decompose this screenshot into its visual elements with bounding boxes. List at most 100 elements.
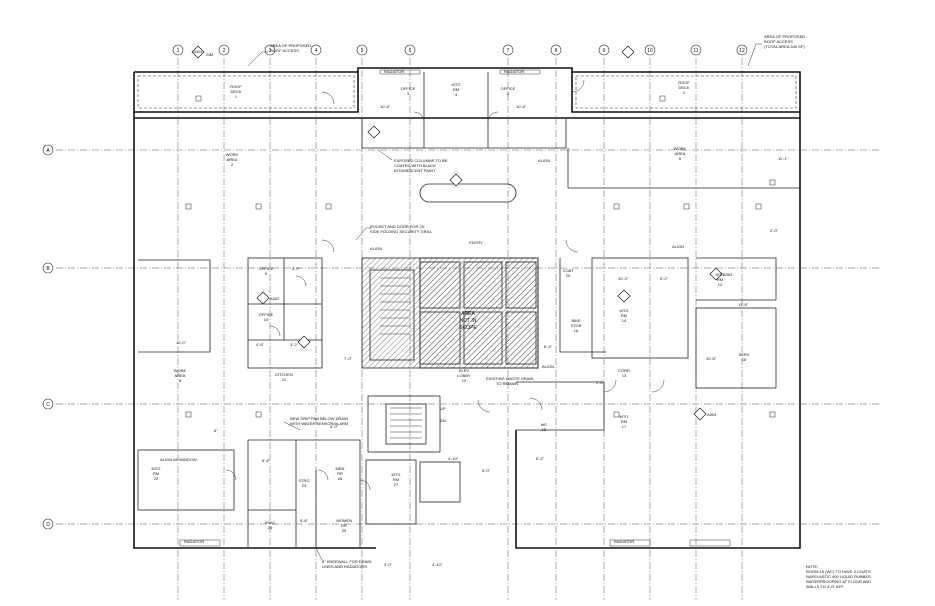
svg-text:RM: RM [717,277,723,282]
align-label-right: ALIGN [672,244,684,249]
stair-treads [380,277,422,439]
svg-text:RR: RR [337,471,343,476]
note-roof-access-right: AREA OF PROPOSED ROOF ACCESS (TOTAL AREA… [747,34,805,67]
svg-text:WORK: WORK [174,368,187,373]
section-tag-a303: A303 [709,267,733,281]
svg-text:4'-10": 4'-10" [448,456,459,461]
svg-text:5'-8": 5'-8" [262,458,271,463]
grid-bubble-4: 4 [310,44,322,56]
svg-text:SERV: SERV [739,352,750,357]
note-exposed-columns: EXPOSED COLUMNS TO BE COATED WITH BLACK … [377,149,448,173]
svg-text:ELEV: ELEV [459,368,470,373]
svg-text:25: 25 [342,528,347,533]
section-tag-a304: A304 [693,407,717,421]
svg-text:10'-6": 10'-6" [516,104,527,109]
svg-text:12: 12 [739,48,745,54]
svg-text:POCKET AND DOOR FOR 20': POCKET AND DOOR FOR 20' [370,224,425,229]
svg-text:4'-0": 4'-0" [330,424,339,429]
svg-text:AREA OF PROPOSED: AREA OF PROPOSED [270,43,311,48]
grid-bubble-D: D [42,518,54,530]
svg-text:3'-0": 3'-0" [384,562,393,567]
svg-text:7: 7 [507,48,510,54]
svg-text:3: 3 [269,48,272,54]
grid-bubble-C: C [42,398,54,410]
note-area-not-in-scope: AREA NOT IN SCOPE [459,311,477,331]
grid-bubble-9: 9 [598,44,610,56]
svg-text:8: 8 [179,378,182,383]
svg-text:MTG: MTG [716,272,725,277]
svg-text:1: 1 [235,94,238,99]
svg-text:BIKE: BIKE [571,318,580,323]
svg-text:C: C [46,402,50,408]
svg-text:2: 2 [231,162,234,167]
svg-text:AREA: AREA [227,157,238,162]
svg-text:2'-0": 2'-0" [770,228,779,233]
svg-text:5'-8": 5'-8" [300,518,309,523]
svg-text:WORK: WORK [226,152,239,157]
svg-text:RM: RM [621,313,627,318]
svg-text:RM: RM [453,87,459,92]
svg-text:STRG: STRG [298,478,309,483]
svg-text:10: 10 [647,48,653,54]
svg-text:10'-6": 10'-6" [380,104,391,109]
svg-text:8'-2": 8'-2" [536,456,545,461]
svg-text:INTUMESCENT PAINT: INTUMESCENT PAINT [394,168,436,173]
grid-bubble-2: 2 [218,44,230,56]
svg-text:RM: RM [621,419,627,424]
svg-text:3'-0": 3'-0" [292,266,301,271]
room-entry: ENTRY [469,240,483,245]
svg-text:13: 13 [622,373,627,378]
note-roof-access-left: AREA OF PROPOSED ROOF ACCESS [247,43,311,67]
svg-text:16: 16 [574,328,579,333]
svg-text:LOBBY: LOBBY [457,373,471,378]
svg-text:17: 17 [622,424,627,429]
svg-text:13'-8": 13'-8" [738,302,749,307]
svg-text:WC: WC [541,422,548,427]
svg-text:MTG: MTG [620,308,629,313]
svg-text:24: 24 [268,525,273,530]
dimension-labels: 10'-6" 10'-6" 10'-0" 4'-6" 3'-2" 3'-0" 7… [176,104,788,567]
building-walls [133,67,801,549]
svg-text:COAT: COAT [563,268,574,273]
section-tag-a301: A301 [191,45,205,59]
radiator-label-right: RADIATOR [614,539,634,544]
svg-text:2: 2 [683,90,686,95]
svg-text:11'-1": 11'-1" [778,156,788,161]
svg-text:NOTE:: NOTE: [806,564,818,569]
svg-text:5: 5 [361,48,364,54]
grid-bubble-B: B [42,262,54,274]
svg-text:12: 12 [718,282,723,287]
svg-text:AREA: AREA [461,311,475,317]
svg-text:AREA: AREA [175,373,186,378]
grid-bubble-11: 11 [690,44,702,56]
svg-text:ROOF ACCESS: ROOF ACCESS [764,39,793,44]
svg-text:ALIGN W/ WINDOW: ALIGN W/ WINDOW [160,457,197,462]
svg-text:WOMEN: WOMEN [336,518,352,523]
section-tag-a302: A302 [256,291,280,305]
grid-bubble-8: 8 [550,44,562,56]
svg-text:D: D [46,522,50,528]
svg-text:WATERPROOFING AT FLOOR AND: WATERPROOFING AT FLOOR AND [806,579,871,584]
svg-text:NEW DRIP PAN BELOW DRAIN: NEW DRIP PAN BELOW DRAIN [290,416,348,421]
section-tag-top-right [621,45,635,59]
svg-text:EXPOSED COLUMNS TO BE: EXPOSED COLUMNS TO BE [394,158,448,163]
svg-text:STOR: STOR [570,323,581,328]
svg-text:27: 27 [394,482,399,487]
svg-text:11: 11 [693,48,698,54]
svg-text:OFFICE: OFFICE [401,86,416,91]
grid-bubble-12: 12 [736,44,748,56]
svg-text:8" KNEEWALL FOR DRAIN: 8" KNEEWALL FOR DRAIN [322,559,371,564]
svg-text:10'-3": 10'-3" [618,276,629,281]
section-tag-sim: SIM [206,52,213,57]
